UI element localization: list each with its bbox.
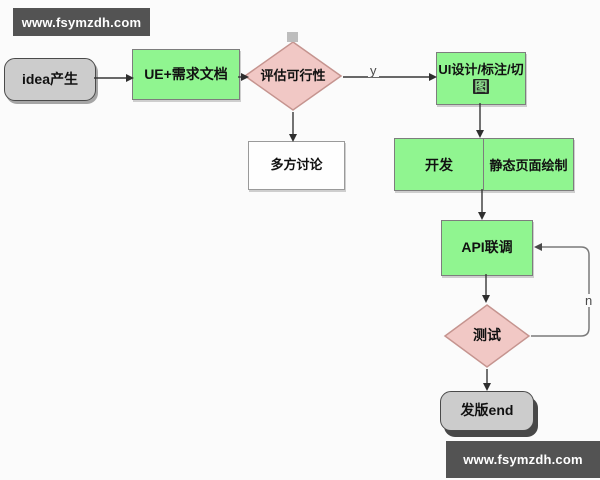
- watermark-bottom: www.fsymzdh.com: [446, 441, 600, 478]
- watermark-top: www.fsymzdh.com: [13, 8, 150, 36]
- node-test: 测试: [443, 303, 531, 369]
- node-release: 发版end: [440, 391, 534, 431]
- node-feasibility-label: 评估可行性: [260, 67, 326, 83]
- edge-ue-to-feasibility: [238, 73, 249, 81]
- edge-devrow-to-api: [478, 189, 486, 220]
- node-dev-row: 开发 静态页面绘制: [394, 138, 574, 191]
- edge-label-no: n: [583, 293, 595, 308]
- edge-api-to-test: [482, 274, 490, 303]
- edge-test-to-release: [483, 369, 491, 391]
- edge-feasibility-to-ui: [343, 73, 437, 81]
- arrowhead: [534, 243, 542, 251]
- ui-design-line1: UI设计/标注/切: [438, 62, 524, 78]
- node-ui-design-label: UI设计/标注/切 图: [437, 53, 525, 104]
- ui-design-line2: 图: [473, 78, 489, 94]
- diamond-shape: [243, 41, 343, 111]
- selection-handle: [287, 32, 298, 42]
- edge-feasibility-to-discussion: [289, 112, 297, 142]
- arrowhead: [483, 383, 491, 391]
- node-idea: idea产生: [4, 58, 96, 101]
- node-feasibility: 评估可行性: [243, 40, 343, 112]
- arrowhead: [241, 73, 249, 81]
- arrowhead: [126, 74, 134, 82]
- node-dev: 开发: [395, 139, 484, 190]
- arrowhead: [289, 134, 297, 142]
- edge-idea-to-ue: [94, 74, 134, 82]
- node-static-page: 静态页面绘制: [489, 158, 568, 173]
- node-api: API联调: [441, 220, 533, 276]
- edge-label-yes: y: [368, 63, 379, 78]
- node-idea-label: idea产生: [21, 70, 78, 87]
- edge-test-to-api-loop: [531, 243, 590, 337]
- node-test-label: 测试: [473, 327, 501, 344]
- arrowhead: [476, 130, 484, 138]
- edge-ui-to-devrow: [476, 103, 484, 138]
- node-ue-doc-label: UE+需求文档: [144, 65, 228, 82]
- node-release-label: 发版end: [460, 402, 514, 419]
- node-ue-doc: UE+需求文档: [132, 49, 240, 100]
- node-ui-design: UI设计/标注/切 图: [436, 52, 526, 105]
- diamond-shape: [443, 304, 531, 368]
- arrowhead: [429, 73, 437, 81]
- node-discussion-label: 多方讨论: [270, 157, 323, 173]
- arrowhead: [482, 295, 490, 303]
- node-api-label: API联调: [461, 239, 513, 256]
- node-discussion: 多方讨论: [248, 141, 345, 190]
- arrowhead: [478, 212, 486, 220]
